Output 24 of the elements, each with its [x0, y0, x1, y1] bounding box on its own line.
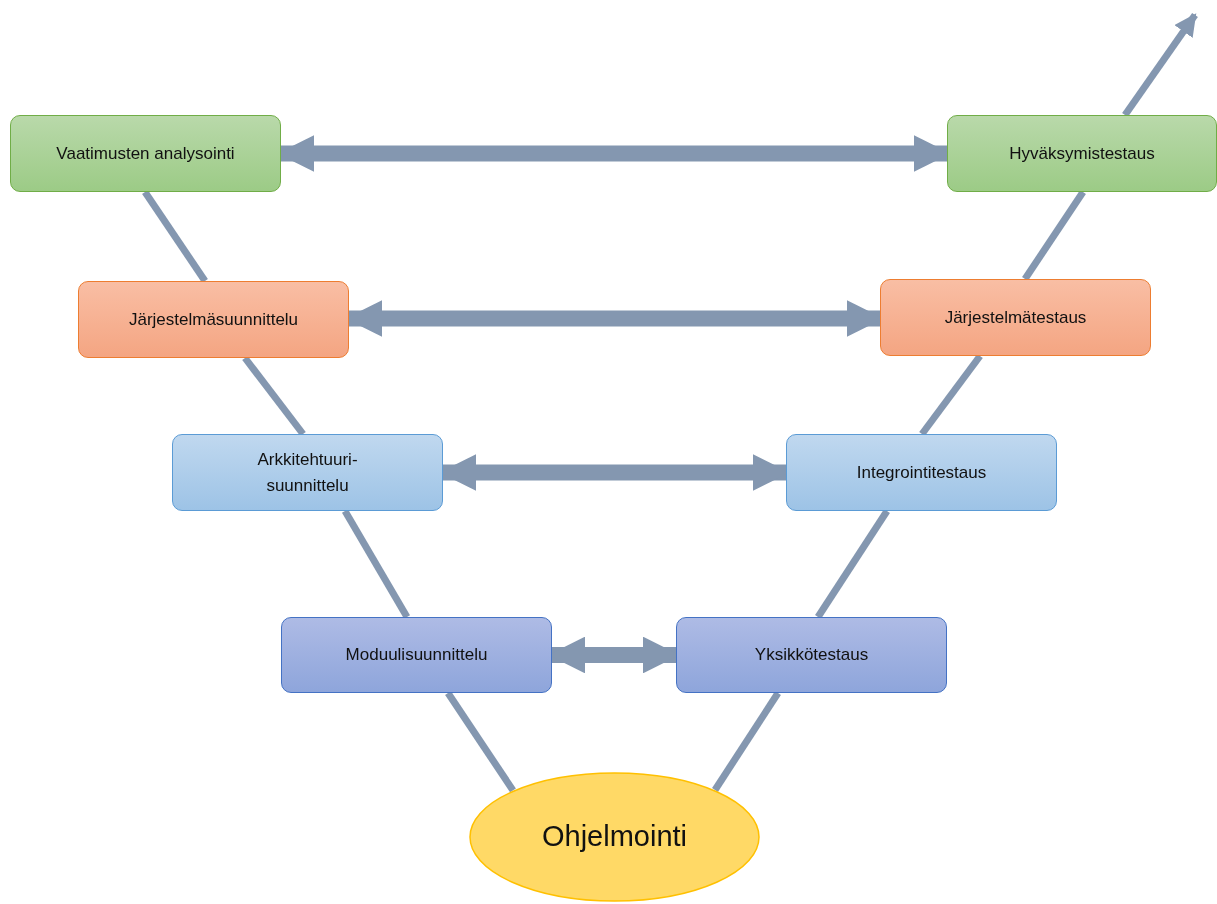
connector-line: [445, 691, 516, 793]
process-box: [880, 279, 1151, 356]
process-box: [281, 617, 552, 693]
node-label: Ohjelmointi: [541, 819, 688, 855]
connector-line: [1022, 190, 1086, 281]
node-label: Hyväksymistestaus: [1009, 142, 1155, 165]
connector-line: [815, 509, 890, 619]
node-label: Arkkitehtuuri-suunnittelu: [256, 449, 359, 497]
process-box: [10, 115, 281, 192]
process-box: [676, 617, 947, 693]
connector-line: [712, 691, 781, 792]
process-box: [786, 434, 1057, 511]
node-label: Järjestelmätestaus: [944, 306, 1087, 329]
node-label: Vaatimusten analysointi: [56, 142, 235, 165]
process-box: [78, 281, 349, 358]
connector-line: [341, 509, 411, 619]
node-label: Moduulisuunnittelu: [345, 644, 488, 667]
process-box: [947, 115, 1217, 192]
process-box: [172, 434, 443, 511]
node-label: Yksikkötestaus: [754, 644, 869, 667]
connector-line: [142, 190, 208, 283]
arrow: [1122, 13, 1198, 117]
node-label: Integrointitestaus: [856, 461, 987, 484]
node-label: Järjestelmäsuunnittelu: [128, 308, 299, 331]
